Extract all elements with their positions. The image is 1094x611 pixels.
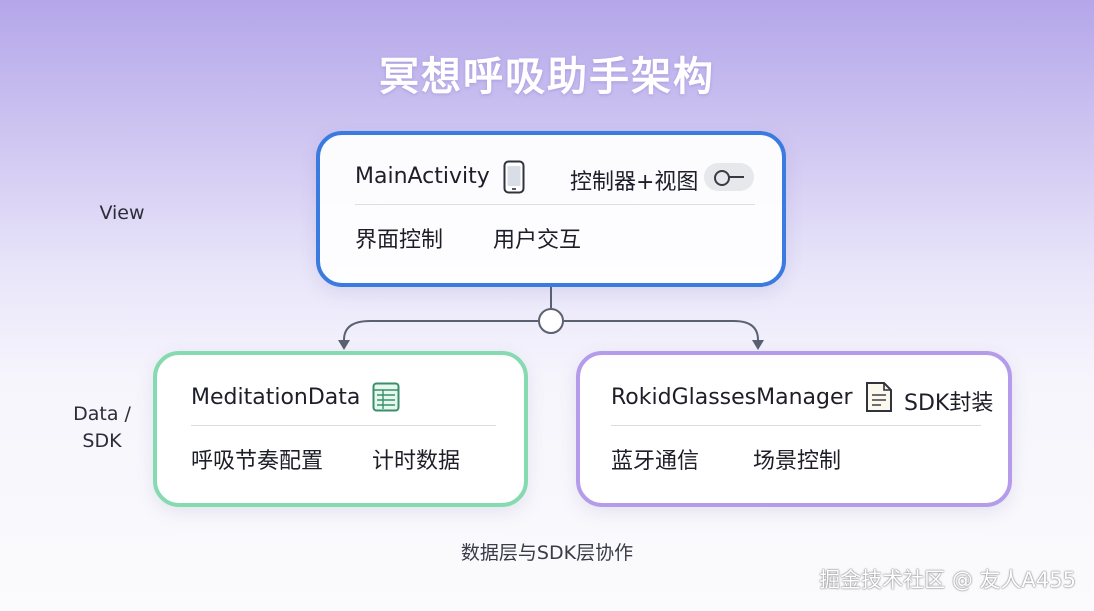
feature-user-interaction: 用户交互 — [493, 228, 582, 253]
junction-circle — [538, 308, 564, 334]
feature-scene-control: 场景控制 — [753, 449, 842, 474]
card-title-rokidglassesmanager: RokidGlassesManager — [611, 385, 853, 410]
arrowhead-left — [338, 340, 350, 350]
arrowhead-right — [752, 340, 764, 350]
connector-left-branch — [343, 320, 538, 344]
feature-ui-control: 界面控制 — [355, 228, 444, 253]
layer-label-sdk-line: SDK — [82, 430, 122, 452]
spreadsheet-icon — [372, 382, 400, 412]
data-card-meditationdata — [153, 351, 528, 507]
layer-label-view: View — [99, 202, 145, 224]
layer-label-data-line: Data / — [73, 403, 131, 425]
connector-right-branch — [564, 320, 759, 344]
diagram-caption: 数据层与SDK层协作 — [460, 542, 634, 564]
card-divider — [611, 425, 981, 426]
feature-timer-data: 计时数据 — [372, 449, 461, 474]
card-tag-controller-view: 控制器+视图 — [570, 170, 699, 195]
card-tag-sdk-wrapper: SDK封装 — [904, 391, 994, 416]
document-icon — [866, 382, 892, 412]
page-title: 冥想呼吸助手架构 — [379, 54, 715, 100]
sdk-card-rokidglassesmanager — [576, 351, 1012, 507]
card-divider — [355, 204, 755, 205]
feature-bluetooth-comm: 蓝牙通信 — [611, 449, 700, 474]
card-title-meditationdata: MeditationData — [191, 385, 361, 410]
toggle-icon — [704, 163, 754, 191]
card-divider — [191, 425, 496, 426]
card-title-mainactivity: MainActivity — [355, 164, 490, 189]
layer-label-data-sdk: Data / SDK — [62, 401, 142, 455]
phone-icon — [503, 160, 525, 194]
watermark: 掘金技术社区 @ 友人A455 — [819, 568, 1076, 592]
feature-breath-rhythm-config: 呼吸节奏配置 — [191, 449, 324, 474]
view-card-mainactivity — [316, 131, 786, 287]
